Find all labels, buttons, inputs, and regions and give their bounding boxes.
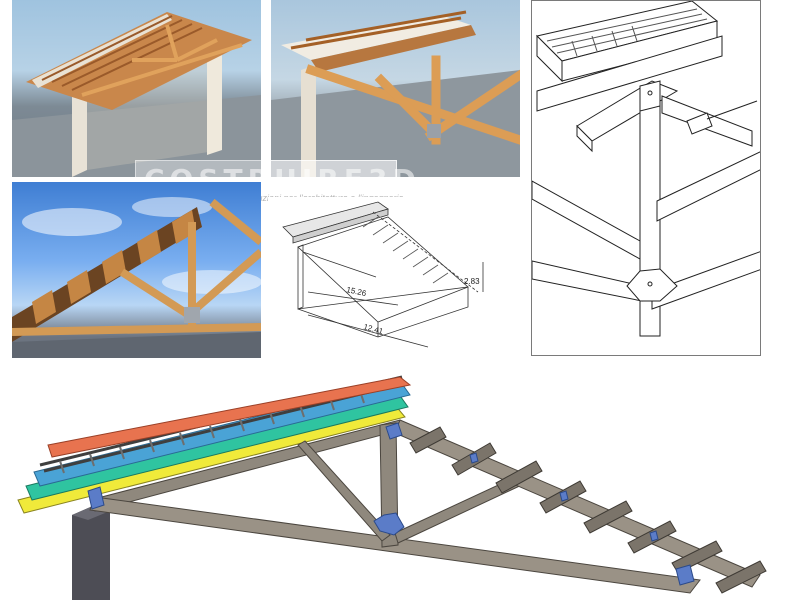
- colored-truss-diagram: [0, 365, 800, 600]
- render-truss-closeup: [271, 0, 520, 177]
- dimension-length: 15.26: [346, 285, 368, 298]
- dimensioned-drawing: 15.26 12.41 2.83: [268, 197, 490, 358]
- dimension-height: 2.83: [464, 277, 480, 286]
- render-truss-overview: [12, 0, 261, 177]
- render-truss-underside: [12, 182, 261, 358]
- line-drawing-connection-detail: [531, 0, 761, 356]
- dimension-width: 12.41: [362, 322, 384, 336]
